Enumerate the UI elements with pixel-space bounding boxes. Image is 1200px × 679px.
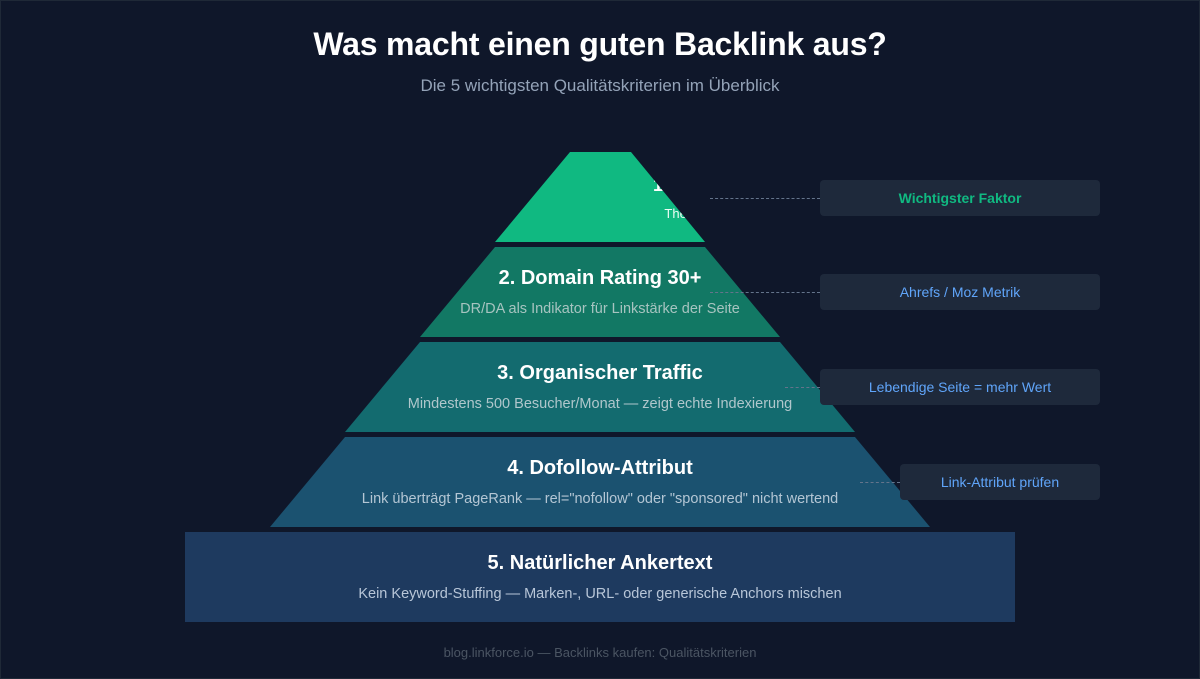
tier-title: 4. Dofollow-Attribut <box>507 457 693 479</box>
pyramid-tier-5: 5. Natürlicher Ankertext Kein Keyword-St… <box>185 532 1015 622</box>
footer-source: blog.linkforce.io — Backlinks kaufen: Qu… <box>443 645 757 660</box>
annotation-traffic: Lebendige Seite = mehr Wert <box>820 369 1100 405</box>
annotation-link-attribute: Link-Attribut prüfen <box>900 464 1100 500</box>
tier-description: Kein Keyword-Stuffing — Marken-, URL- od… <box>358 586 842 602</box>
annotation-metric: Ahrefs / Moz Metrik <box>820 274 1100 310</box>
connector-line-3 <box>785 387 820 388</box>
tier-title: 2. Domain Rating 30+ <box>498 267 702 289</box>
tier-description: DR/DA als Indikator für Linkstärke der S… <box>460 301 740 317</box>
tier-description: Mindestens 500 Besucher/Monat — zeigt ec… <box>407 396 793 412</box>
pyramid-tier-3: 3. Organischer Traffic Mindestens 500 Be… <box>345 342 855 432</box>
page-subtitle: Die 5 wichtigsten Qualitätskriterien im … <box>420 76 780 95</box>
connector-line-2 <box>710 292 820 293</box>
tier-description: Thema passt <box>664 206 740 221</box>
tier-description: Link überträgt PageRank — rel="nofollow"… <box>361 491 839 507</box>
page-title: Was macht einen guten Backlink aus? <box>313 26 887 62</box>
connector-line-4 <box>860 482 900 483</box>
tier-title: 1. Relevanz <box>652 175 752 195</box>
annotation-important-factor: Wichtigster Faktor <box>820 180 1100 216</box>
tier-title: 3. Organischer Traffic <box>497 362 703 384</box>
connector-line-1 <box>710 198 820 199</box>
tier-title: 5. Natürlicher Ankertext <box>487 552 713 574</box>
pyramid-tier-4: 4. Dofollow-Attribut Link überträgt Page… <box>270 437 930 527</box>
